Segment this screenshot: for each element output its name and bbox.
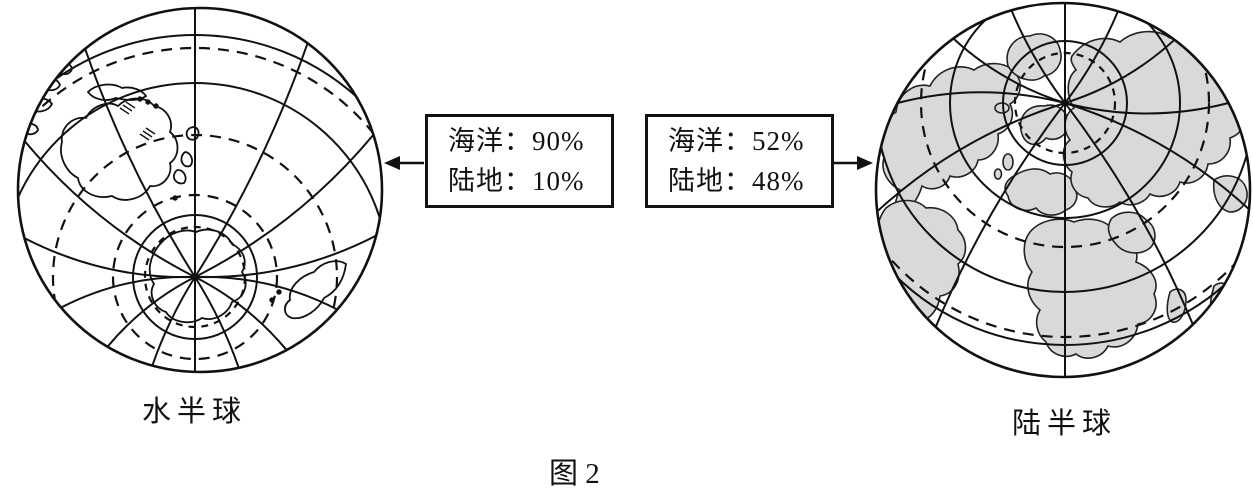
left-arrow-icon [384,156,424,170]
island-dot [153,103,159,109]
land-hemisphere-landmasses [876,30,1250,359]
water-hemisphere-ratio-box: 海洋：90% 陆地：10% [425,114,614,208]
water-hemisphere-label: 水半球 [142,396,248,428]
island-chain [22,62,73,136]
south-america-tip-landmass [284,260,347,320]
land-percentage-text: 陆地：48% [668,166,805,196]
europe-landmass [1004,168,1078,216]
water-hemisphere-graticule [16,6,384,374]
ocean-percentage-text: 海洋：90% [448,125,585,156]
small-island [185,126,200,141]
british-isles-island [993,168,1003,180]
island-dot [137,96,143,102]
island-dot [145,99,151,105]
water-hemisphere-landmasses [22,62,347,324]
right-arrow-icon [833,156,873,170]
british-isles-island [1002,153,1014,171]
land-percentage-text: 陆地：10% [448,166,585,196]
new-guinea-landmass [86,83,148,101]
land-hemisphere-graticule [874,1,1252,379]
ocean-percentage-text: 海洋：52% [668,125,805,156]
island-dot [276,289,282,295]
australia-hatch-marks [119,101,156,141]
australia-landmass [60,97,179,201]
water-hemisphere-globe [16,6,384,374]
figure-caption: 图 2 [549,458,600,490]
land-hemisphere-ratio-box: 海洋：52% 陆地：48% [645,114,834,208]
land-hemisphere-globe [874,1,1252,379]
new-zealand-north-island [180,151,193,168]
new-zealand-south-island [172,169,187,185]
land-hemisphere-label: 陆半球 [1012,408,1118,440]
iceland-island [994,102,1010,114]
